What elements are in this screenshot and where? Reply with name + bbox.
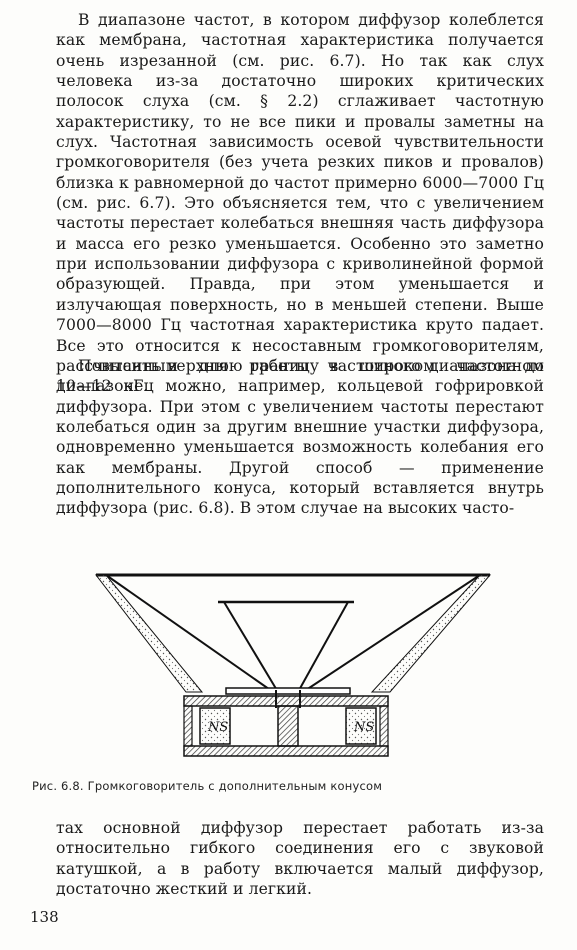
main-cone-inner-left bbox=[105, 574, 277, 695]
magnet-label-right: NS bbox=[353, 720, 374, 735]
top-plate bbox=[183, 695, 389, 707]
figure-caption: Рис. 6.8. Громкоговоритель с дополнитель… bbox=[32, 779, 383, 793]
left-yoke bbox=[183, 705, 193, 747]
main-cone-inner-right bbox=[299, 574, 481, 695]
right-yoke bbox=[379, 705, 389, 747]
center-pole bbox=[277, 705, 299, 747]
main-cone-left-wall bbox=[94, 574, 204, 693]
magnet-label-left: NS bbox=[207, 720, 228, 735]
paragraph-extend-range: Повысить верхнюю границу частотного диап… bbox=[56, 357, 544, 518]
left-magnet bbox=[199, 707, 231, 745]
extra-cone-left bbox=[223, 601, 279, 693]
main-cone-right-wall bbox=[370, 574, 492, 693]
bottom-plate bbox=[183, 745, 389, 757]
paragraph-frequency-response: В диапазоне частот, в котором диффузор к… bbox=[56, 11, 544, 396]
right-magnet bbox=[345, 707, 377, 745]
extra-cone-right bbox=[297, 601, 349, 693]
page-number: 138 bbox=[30, 908, 59, 926]
spider-suspension bbox=[225, 687, 351, 695]
loudspeaker-figure: NS NS bbox=[90, 568, 510, 763]
paragraph-small-cone: тах основной диффузор перестает работать… bbox=[56, 819, 544, 899]
loudspeaker-diagram: NS NS bbox=[94, 573, 492, 757]
